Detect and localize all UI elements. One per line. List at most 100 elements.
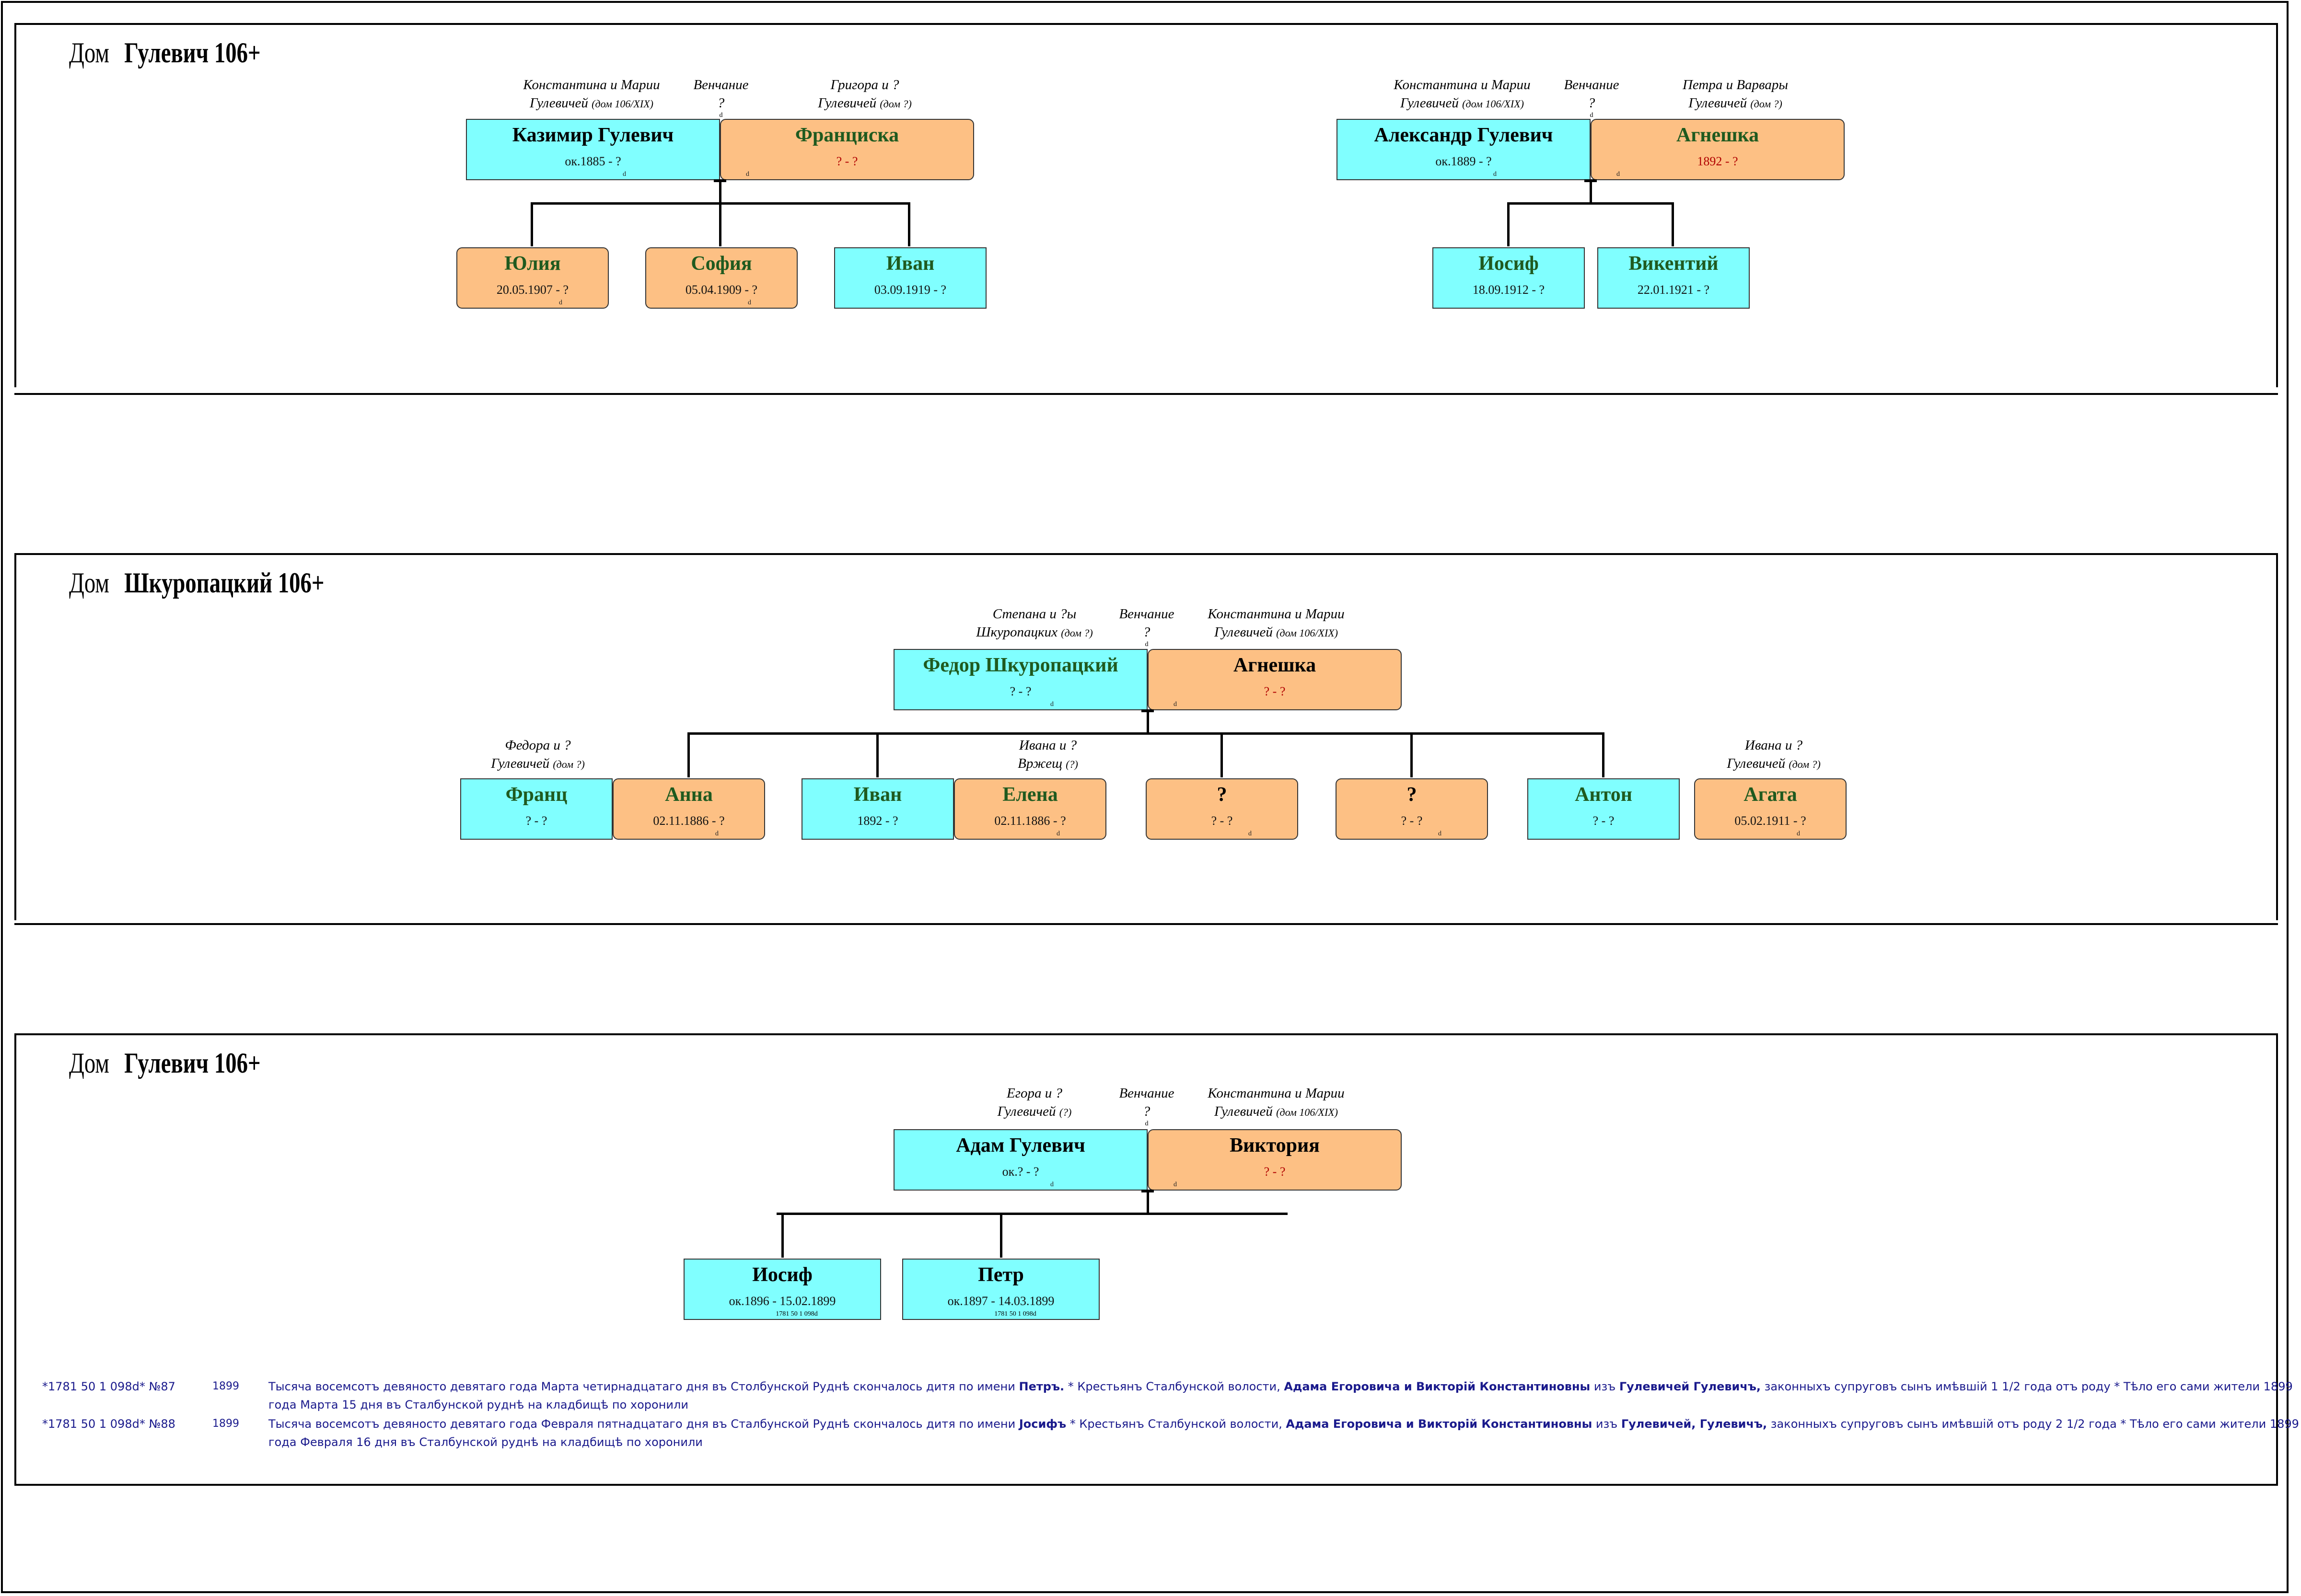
- descent-line: [719, 180, 721, 202]
- person-name: ?: [1217, 784, 1227, 806]
- person-box-husband[interactable]: Казимир Гулевич ок.1885 - ? d: [466, 119, 720, 180]
- person-dates: ок.1897 - 14.03.1899: [947, 1294, 1055, 1308]
- child-drop-line: [908, 202, 910, 246]
- person-box-husband[interactable]: Адам Гулевич ок.? - ? d: [894, 1129, 1148, 1191]
- person-box-child-spouse[interactable]: Агата 05.02.1911 - ? d: [1694, 778, 1847, 840]
- person-box-wife[interactable]: Агнешка 1892 - ? d: [1591, 119, 1845, 180]
- house-name: Гулевич 106+: [124, 37, 261, 69]
- person-dates: ? - ?: [1010, 684, 1032, 698]
- source-mark: d: [1797, 830, 1800, 837]
- husband-parents: Константина и Марии Гулевичей (дом 106/X…: [1376, 76, 1548, 113]
- wife-parents: Григора и ? Гулевичей (дом ?): [779, 76, 951, 113]
- person-box-child[interactable]: ? ? - ? d: [1336, 778, 1488, 840]
- person-name: Федор Шкуропацкий: [923, 654, 1118, 676]
- person-dates: 05.02.1911 - ?: [1734, 814, 1806, 828]
- parents-line1: Петра и Варвары: [1682, 77, 1789, 93]
- person-box-wife[interactable]: Агнешка ? - ? d: [1148, 649, 1402, 710]
- record-year: 1899: [212, 1418, 239, 1430]
- wedding-value: ?: [1588, 95, 1595, 111]
- person-box-wife[interactable]: Виктория ? - ? d: [1148, 1129, 1402, 1191]
- spouse-parents: Федора и ? Гулевичей (дом ?): [452, 736, 624, 774]
- source-mark: d: [1493, 171, 1497, 178]
- record-ref: *1781 50 1 098d* №87: [42, 1380, 175, 1393]
- parents-line2: Гулевичей: [530, 95, 588, 111]
- person-name: Франц: [505, 784, 568, 806]
- parents-line2: Гулевичей: [491, 756, 550, 771]
- house-label: Дом: [69, 1047, 110, 1079]
- parents-house: (дом 106/XIX): [1462, 98, 1524, 110]
- wedding-value: ?: [1143, 1104, 1150, 1119]
- child-drop-line: [876, 732, 879, 777]
- source-mark: d: [1616, 171, 1620, 178]
- source-mark: d: [715, 830, 719, 837]
- spouse-parents: Ивана и ? Вржещ (?): [962, 736, 1134, 774]
- wedding-info: Венчание ? d: [1104, 1084, 1190, 1127]
- person-box-child[interactable]: Иосиф ок.1896 - 15.02.1899 1781 50 1 098…: [684, 1259, 881, 1320]
- person-dates: ? - ?: [1211, 814, 1233, 828]
- source-mark: d: [1174, 1181, 1177, 1188]
- parents-line2: Гулевичей: [1727, 756, 1786, 771]
- source-mark: d: [1174, 701, 1177, 708]
- parents-house: (?): [1066, 758, 1078, 770]
- source-ref: 1781 50 1 098d: [994, 1310, 1036, 1318]
- spouse-parents: Ивана и ? Гулевичей (дом ?): [1687, 736, 1860, 774]
- person-box-child[interactable]: Петр ок.1897 - 14.03.1899 1781 50 1 098d: [902, 1259, 1100, 1320]
- person-name: Адам Гулевич: [956, 1134, 1085, 1157]
- source-mark: d: [1438, 830, 1441, 837]
- person-name: Иван: [886, 253, 935, 275]
- parents-house: (дом ?): [553, 758, 585, 770]
- source-mark: d: [1050, 701, 1054, 708]
- person-name: Иван: [853, 784, 902, 806]
- house-name: Шкуропацкий 106+: [124, 567, 325, 599]
- children-bus-line: [687, 732, 1604, 735]
- person-name: Франциска: [795, 124, 899, 146]
- person-box-child[interactable]: Викентий 22.01.1921 - ?: [1597, 247, 1750, 309]
- person-dates: 1892 - ?: [857, 814, 898, 828]
- children-bus-line: [777, 1213, 1288, 1215]
- wedding-info: Венчание ? d: [678, 76, 764, 119]
- person-box-wife[interactable]: Франциска ? - ? d: [720, 119, 974, 180]
- wedding-value: ?: [1143, 625, 1150, 640]
- wife-parents: Петра и Варвары Гулевичей (дом ?): [1649, 76, 1822, 113]
- person-dates: ок.1896 - 15.02.1899: [729, 1294, 836, 1308]
- person-box-child-spouse[interactable]: Елена 02.11.1886 - ? d: [954, 778, 1106, 840]
- child-drop-line: [1410, 732, 1413, 777]
- person-dates: 18.09.1912 - ?: [1472, 283, 1545, 297]
- person-name: Юлия: [504, 253, 561, 275]
- person-box-child[interactable]: Юлия 20.05.1907 - ? d: [456, 247, 609, 309]
- parents-house: (дом ?): [1061, 627, 1093, 639]
- child-drop-line: [1507, 202, 1510, 246]
- person-box-child[interactable]: Анна 02.11.1886 - ? d: [613, 778, 765, 840]
- source-mark: d: [559, 299, 562, 306]
- person-box-child-spouse[interactable]: Франц ? - ?: [460, 778, 613, 840]
- parents-line2: Вржещ: [1018, 756, 1062, 771]
- parents-line1: Константина и Марии: [523, 77, 660, 93]
- person-name: Агата: [1743, 784, 1797, 806]
- parents-line2: Гулевичей: [997, 1104, 1056, 1119]
- source-mark: d: [746, 171, 749, 178]
- wedding-mark: d: [1145, 641, 1149, 648]
- person-name: Виктория: [1230, 1134, 1320, 1157]
- person-name: Иосиф: [1478, 253, 1539, 275]
- person-box-child[interactable]: Антон ? - ?: [1527, 778, 1680, 840]
- parents-line2: Гулевичей: [1688, 95, 1747, 111]
- source-mark: d: [1057, 830, 1060, 837]
- parents-line2: Гулевичей: [1214, 625, 1273, 640]
- person-box-child[interactable]: Иосиф 18.09.1912 - ?: [1432, 247, 1585, 309]
- person-box-husband[interactable]: Александр Гулевич ок.1889 - ? d: [1336, 119, 1591, 180]
- person-box-child[interactable]: Иван 1892 - ?: [802, 778, 954, 840]
- parents-line1: Константина и Марии: [1394, 77, 1531, 93]
- person-box-child[interactable]: Иван 03.09.1919 - ?: [834, 247, 987, 309]
- person-box-child[interactable]: София 05.04.1909 - ? d: [645, 247, 798, 309]
- child-drop-line: [1000, 1213, 1002, 1258]
- person-dates: ? - ?: [1264, 1165, 1286, 1179]
- person-dates: 02.11.1886 - ?: [653, 814, 725, 828]
- person-name: Анна: [665, 784, 713, 806]
- person-box-husband[interactable]: Федор Шкуропацкий ? - ? d: [894, 649, 1148, 710]
- person-box-child[interactable]: ? ? - ? d: [1146, 778, 1298, 840]
- person-name: Александр Гулевич: [1374, 124, 1553, 146]
